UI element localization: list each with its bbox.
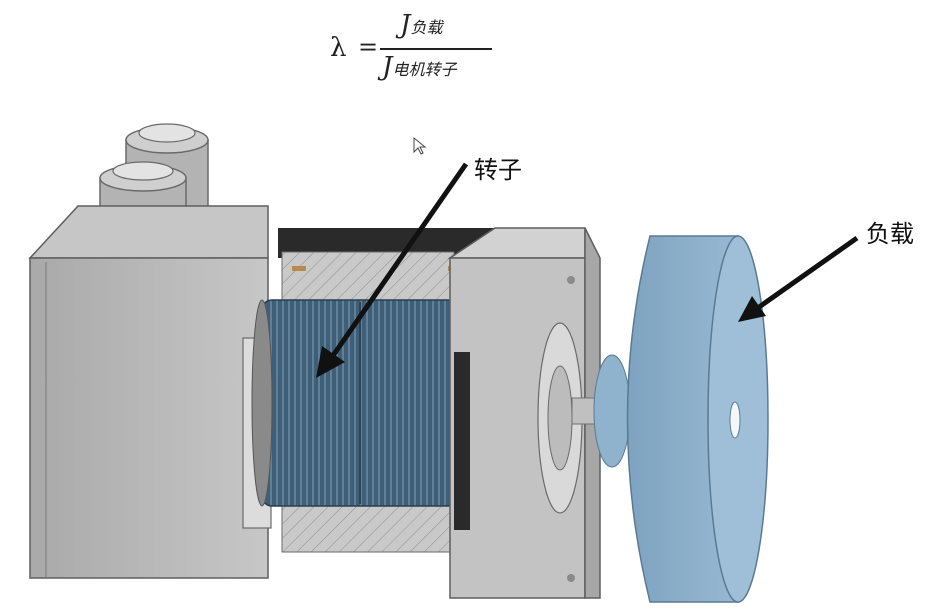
stator-section xyxy=(278,228,500,553)
load-arrow xyxy=(738,235,859,322)
rotor-label: 转子 xyxy=(474,156,522,184)
load-label: 负载 xyxy=(866,220,914,248)
formula-denominator: J电机转子 xyxy=(382,52,456,82)
numerator-subscript: 负载 xyxy=(410,18,443,37)
mouse-pointer-icon xyxy=(413,136,427,155)
inertia-ratio-formula: λ = J负载 J电机转子 xyxy=(330,8,500,88)
numerator-variable: J xyxy=(400,10,411,40)
rear-housing xyxy=(28,205,272,579)
front-flange xyxy=(447,227,601,599)
load-disk xyxy=(626,235,769,603)
denominator-subscript: 电机转子 xyxy=(392,60,457,79)
denominator-variable: J xyxy=(382,52,393,82)
fraction-bar xyxy=(380,48,492,50)
formula-lambda: λ xyxy=(330,33,347,63)
rotor-arrow xyxy=(316,162,469,378)
formula-numerator: J负载 xyxy=(400,10,442,40)
formula-equals: = xyxy=(358,33,379,61)
rotor xyxy=(251,299,459,507)
